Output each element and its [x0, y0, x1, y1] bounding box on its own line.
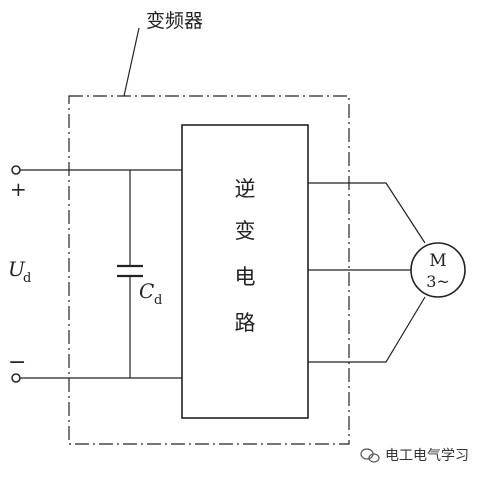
negative-terminal — [11, 373, 21, 383]
title-leader-line — [123, 27, 140, 97]
motor-symbol — [410, 242, 466, 298]
positive-terminal — [11, 165, 21, 175]
voltage-symbol: U — [8, 257, 26, 281]
block-char-3: 电 — [235, 265, 256, 289]
block-char-2: 变 — [235, 219, 256, 243]
block-char-4: 路 — [235, 311, 256, 335]
motor-label-m: M — [429, 251, 446, 271]
minus-sign: − — [8, 350, 26, 375]
block-char-1: 逆 — [235, 177, 256, 201]
voltage-subscript: d — [23, 271, 31, 286]
inverter-circuit-block — [181, 124, 309, 419]
capacitor-symbol-label: C — [139, 279, 154, 303]
three-phase-output-wires — [308, 182, 426, 363]
inverter-enclosure-boundary — [68, 95, 350, 445]
plus-sign: + — [10, 177, 27, 201]
wechat-icon — [360, 448, 380, 463]
capacitor-subscript: d — [154, 293, 162, 308]
capacitor-symbol — [117, 170, 143, 378]
watermark-text: 电工电气学习 — [385, 448, 469, 464]
title-label: 变频器 — [146, 10, 203, 32]
motor-label-phase: 3~ — [426, 272, 450, 291]
